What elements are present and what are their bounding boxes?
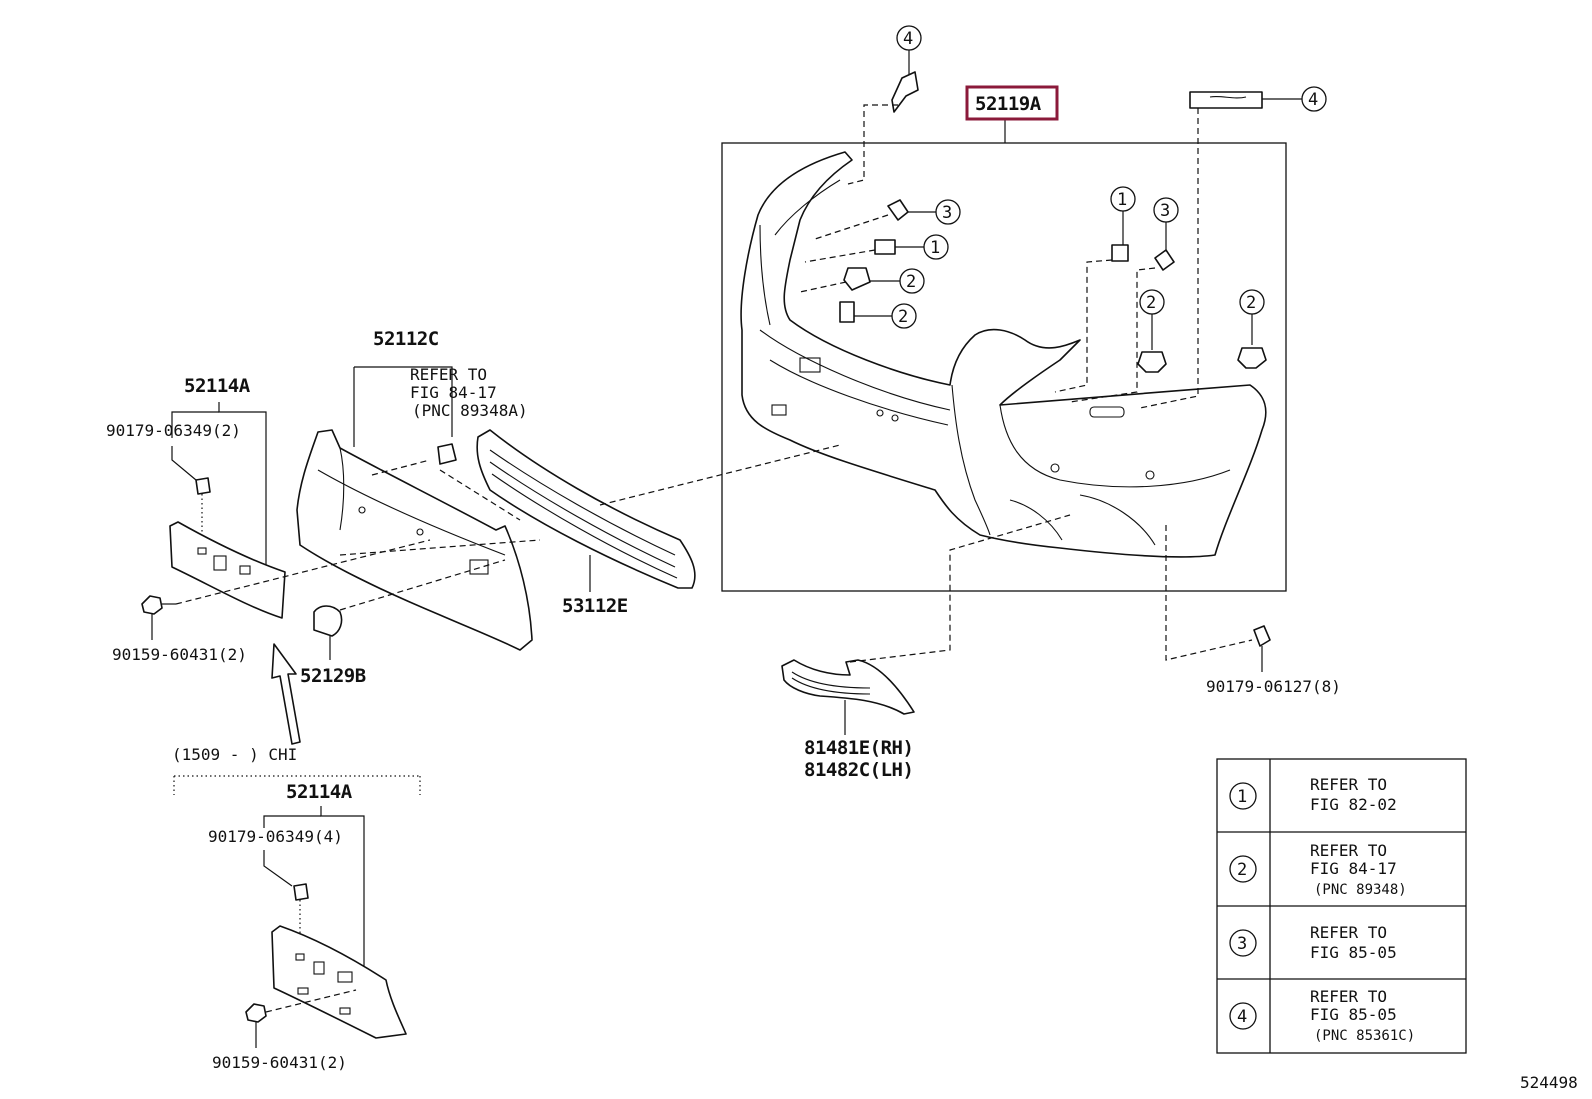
clip-icon bbox=[843, 267, 871, 291]
callout-1-right[interactable]: 1 bbox=[1054, 186, 1136, 393]
bolt-icon bbox=[141, 595, 163, 615]
clip-icon bbox=[874, 239, 896, 255]
clip-icon bbox=[1237, 347, 1267, 369]
legend-line3: (PNC 85361C) bbox=[1314, 1028, 1415, 1044]
part-label-52112C[interactable]: 52112C bbox=[373, 328, 439, 350]
legend-row-4[interactable]: 4 REFER TO FIG 85-05 (PNC 85361C) bbox=[1229, 987, 1415, 1044]
license-bracket-top[interactable] bbox=[169, 521, 286, 619]
part-label-52114A-bottom[interactable]: 52114A bbox=[286, 781, 353, 803]
legend-row-1[interactable]: 1 REFER TO FIG 82-02 bbox=[1229, 775, 1397, 814]
legend-line1: REFER TO bbox=[1310, 775, 1387, 794]
nut-icon bbox=[195, 477, 211, 495]
legend-line1: REFER TO bbox=[1310, 923, 1387, 942]
part-label-52114A-top[interactable]: 52114A bbox=[184, 375, 251, 397]
part-label-90179-06349-2[interactable]: 90179-06349(2) bbox=[106, 421, 241, 440]
tow-hook-cover[interactable] bbox=[313, 605, 343, 637]
lower-grille-group[interactable]: 53112E bbox=[476, 429, 841, 617]
callout-2-b[interactable]: 2 bbox=[839, 301, 917, 329]
highlighted-part-label-group[interactable]: 52119A bbox=[965, 85, 1059, 121]
legend-num: 3 bbox=[1237, 934, 1247, 954]
part-label-90179-06349-4[interactable]: 90179-06349(4) bbox=[208, 827, 343, 846]
refer-note-line1: REFER TO bbox=[410, 365, 487, 384]
bumper-retainer[interactable] bbox=[296, 429, 533, 651]
clip-icon bbox=[1154, 249, 1175, 271]
callout-4-top[interactable]: 4 bbox=[847, 25, 922, 185]
legend-row-2[interactable]: 2 REFER TO FIG 84-17 (PNC 89348) bbox=[1229, 841, 1407, 898]
legend-line1: REFER TO bbox=[1310, 987, 1387, 1006]
clip-icon bbox=[437, 443, 457, 465]
refer-note-group: REFER TO FIG 84-17 (PNC 89348A) bbox=[410, 365, 528, 465]
arrow-group bbox=[271, 643, 301, 745]
part-label-81482C[interactable]: 81482C(LH) bbox=[804, 759, 914, 781]
callout-3-left[interactable]: 3 bbox=[811, 199, 961, 241]
legend-table: 1 REFER TO FIG 82-02 2 REFER TO FIG 84-1… bbox=[1216, 758, 1467, 1054]
callout-num: 3 bbox=[942, 203, 952, 223]
legend-line1: REFER TO bbox=[1310, 841, 1387, 860]
bumper-cover[interactable] bbox=[740, 151, 1267, 558]
nut-icon bbox=[293, 883, 309, 901]
callout-num: 2 bbox=[898, 307, 908, 327]
part-label-81481E[interactable]: 81481E(RH) bbox=[804, 737, 914, 759]
callout-num: 2 bbox=[1146, 293, 1156, 313]
legend-num: 4 bbox=[1237, 1007, 1247, 1027]
part-label-52129B[interactable]: 52129B bbox=[300, 665, 366, 687]
bumper-cover-group[interactable] bbox=[721, 118, 1287, 592]
legend-row-3[interactable]: 3 REFER TO FIG 85-05 bbox=[1229, 923, 1397, 962]
callout-num: 1 bbox=[1117, 190, 1127, 210]
part-label-53112E[interactable]: 53112E bbox=[562, 595, 628, 617]
callout-num: 4 bbox=[1308, 90, 1318, 110]
legend-line3: (PNC 89348) bbox=[1314, 882, 1407, 898]
part-label-90179-06127-8[interactable]: 90179-06127(8) bbox=[1206, 677, 1341, 696]
callout-num: 1 bbox=[930, 238, 940, 258]
bolt-icon bbox=[245, 1003, 267, 1023]
figure-number: 524498 bbox=[1520, 1073, 1578, 1092]
callout-3-right[interactable]: 3 bbox=[1069, 197, 1179, 403]
legend-line2: FIG 84-17 bbox=[1310, 859, 1397, 878]
variant-note: (1509 - ) CHI bbox=[172, 745, 297, 764]
clip-icon bbox=[839, 301, 855, 323]
cap-group[interactable]: 52129B bbox=[300, 559, 506, 687]
clip-icon bbox=[1137, 351, 1167, 373]
bumper-assembly-frame bbox=[721, 142, 1287, 592]
legend-num: 1 bbox=[1237, 787, 1247, 807]
legend-num: 2 bbox=[1237, 860, 1247, 880]
refer-note-line2: FIG 84-17 bbox=[410, 383, 497, 402]
clip-icon bbox=[887, 199, 909, 221]
legend-line2: FIG 85-05 bbox=[1310, 943, 1397, 962]
fog-bezel-group[interactable]: 81481E(RH) 81482C(LH) bbox=[781, 514, 1071, 781]
callout-1-left[interactable]: 1 bbox=[804, 234, 949, 263]
callout-2-a[interactable]: 2 bbox=[799, 267, 925, 294]
legend-line2: FIG 82-02 bbox=[1310, 795, 1397, 814]
clip-icon bbox=[891, 71, 919, 113]
nut-icon bbox=[1253, 625, 1271, 647]
variant-group[interactable]: (1509 - ) CHI 52114A 90179-06349(4) 9015… bbox=[172, 745, 421, 1072]
callout-2-d[interactable]: 2 bbox=[1237, 289, 1267, 369]
clip-icon bbox=[1111, 244, 1129, 262]
callout-4-right[interactable]: 4 bbox=[1139, 86, 1327, 409]
highlight-box bbox=[965, 85, 1059, 121]
legend-line2: FIG 85-05 bbox=[1310, 1005, 1397, 1024]
license-bracket-top-group[interactable]: 52114A 90179-06349(2) 90159-60431(2) bbox=[106, 375, 431, 664]
callout-num: 2 bbox=[1246, 293, 1256, 313]
part-label-90159-60431-2-top[interactable]: 90159-60431(2) bbox=[112, 645, 247, 664]
part-label-90159-60431-2-bottom[interactable]: 90159-60431(2) bbox=[212, 1053, 347, 1072]
callout-num: 4 bbox=[903, 29, 913, 49]
refer-note-line3: (PNC 89348A) bbox=[412, 401, 528, 420]
callout-num: 2 bbox=[906, 272, 916, 292]
clip-icon bbox=[1189, 91, 1263, 109]
up-arrow-icon bbox=[271, 643, 301, 745]
callout-num: 3 bbox=[1160, 201, 1170, 221]
part-label-52119A[interactable]: 52119A bbox=[975, 93, 1042, 115]
retainer-group[interactable]: 52112C bbox=[296, 328, 541, 651]
nut-90179-06127-group[interactable]: 90179-06127(8) bbox=[1165, 525, 1341, 696]
callout-2-c[interactable]: 2 bbox=[1137, 289, 1167, 373]
